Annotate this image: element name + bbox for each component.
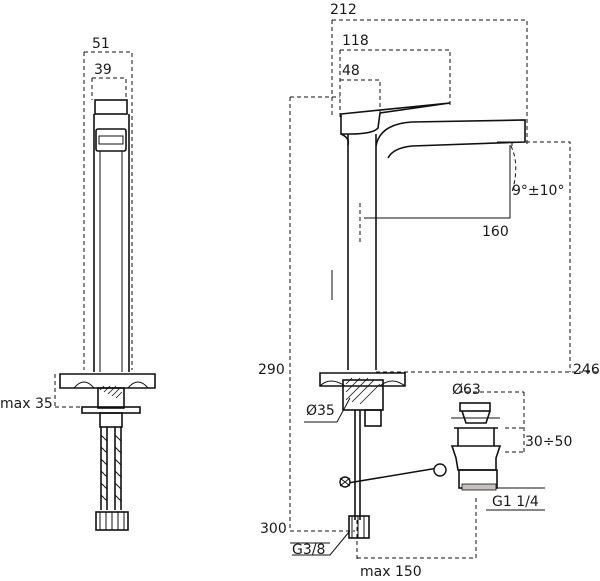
dim-51: 51 [92, 36, 110, 52]
front-view [289, 19, 600, 560]
dim-48: 48 [342, 63, 360, 79]
dim-waste-thread: G1 1/4 [492, 494, 539, 510]
dim-angle: 9°±10° [512, 183, 564, 199]
dim-118: 118 [342, 33, 369, 49]
dim-39: 39 [94, 62, 112, 78]
dim-246: 246 [573, 362, 600, 378]
dim-hole-diameter: Ø35 [306, 403, 335, 419]
dim-212: 212 [330, 2, 357, 18]
dim-max-150: max 150 [360, 564, 422, 580]
dim-300: 300 [260, 521, 287, 537]
dim-waste-adjust: 30÷50 [525, 434, 572, 450]
side-view [54, 51, 156, 531]
dim-160: 160 [482, 224, 509, 240]
dim-waste-diameter: Ø63 [452, 382, 481, 398]
dim-290: 290 [258, 362, 285, 378]
dim-max-35: max 35 [0, 396, 53, 412]
dim-hose-thread: G3/8 [292, 542, 325, 558]
